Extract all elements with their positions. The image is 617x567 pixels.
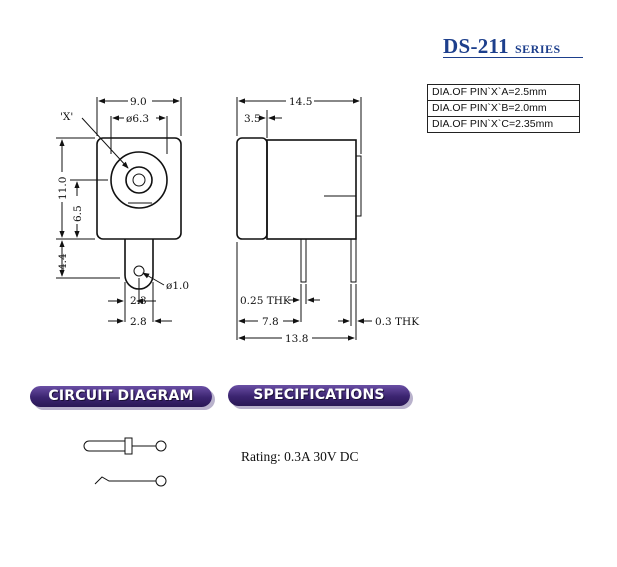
front-view: 'X' 9.0 ø6.3 11.0 6.5 4.4 ø1.0 <box>56 96 189 328</box>
circuit-diagram-label: CIRCUIT DIAGRAM <box>48 388 194 404</box>
rating-text: Rating: 0.3A 30V DC <box>241 449 359 464</box>
dim-length-label: 14.5 <box>289 96 312 108</box>
pin-hole-leader <box>142 272 165 286</box>
dim-width-label: 9.0 <box>130 96 147 108</box>
side-front-flange <box>236 137 268 240</box>
product-title: DS-211 SERIES <box>443 34 561 59</box>
dim-pin-offset-label: 2.3 <box>130 295 147 307</box>
plug-body <box>83 440 126 452</box>
center-terminal <box>155 440 167 452</box>
dim-rear-thickness-label: 0.3 THK <box>375 316 419 328</box>
model-name: DS-211 <box>443 34 509 58</box>
side-view: 14.5 3.5 0.25 THK 7.8 0.3 THK 13.8 <box>236 96 419 345</box>
center-pin <box>132 173 146 187</box>
pin-hole <box>133 265 145 277</box>
side-body <box>266 139 357 240</box>
pin-row-a: DIA.OF PIN`X`A=2.5mm <box>428 85 579 101</box>
dim-pin-position-label: 7.8 <box>262 316 279 328</box>
plug-collar <box>124 437 133 455</box>
sleeve-lead <box>94 476 156 485</box>
dim-overall-pin-label: 13.8 <box>285 333 308 345</box>
title-underline <box>443 57 583 58</box>
dim-bore-label: ø6.3 <box>126 113 149 125</box>
series-label: SERIES <box>514 42 561 56</box>
circuit-symbol <box>83 437 167 487</box>
specifications-label: SPECIFICATIONS <box>253 387 385 403</box>
dim-pin-thickness-label: 0.25 THK <box>240 295 291 307</box>
front-body-outline <box>96 137 182 240</box>
dim-front-depth-label: 3.5 <box>244 113 261 125</box>
dim-height-label: 11.0 <box>57 177 69 200</box>
callout-x: 'X' <box>60 111 73 123</box>
dim-pin-extension-label: 4.4 <box>57 253 69 270</box>
dim-pin-spacing-label: 2.8 <box>130 316 147 328</box>
pin-row-c: DIA.OF PIN`X`C=2.35mm <box>432 118 554 130</box>
side-pin-rear <box>350 238 357 283</box>
side-rear-tab <box>355 155 362 217</box>
circuit-diagram-header: CIRCUIT DIAGRAM <box>30 386 212 407</box>
pin-row-b: DIA.OF PIN`X`B=2.0mm <box>428 101 579 117</box>
sleeve-terminal <box>155 475 167 487</box>
callout-x-leader <box>81 117 129 169</box>
dim-pin-hole-label: ø1.0 <box>166 280 189 292</box>
bore-outer-circle <box>110 151 168 209</box>
pin-diameter-table: DIA.OF PIN`X`A=2.5mm DIA.OF PIN`X`B=2.0m… <box>427 84 580 133</box>
bore-pin-circle <box>125 166 153 194</box>
side-pin-front <box>300 238 307 283</box>
specifications-header: SPECIFICATIONS <box>228 385 410 406</box>
dim-center-height-label: 6.5 <box>72 205 84 222</box>
